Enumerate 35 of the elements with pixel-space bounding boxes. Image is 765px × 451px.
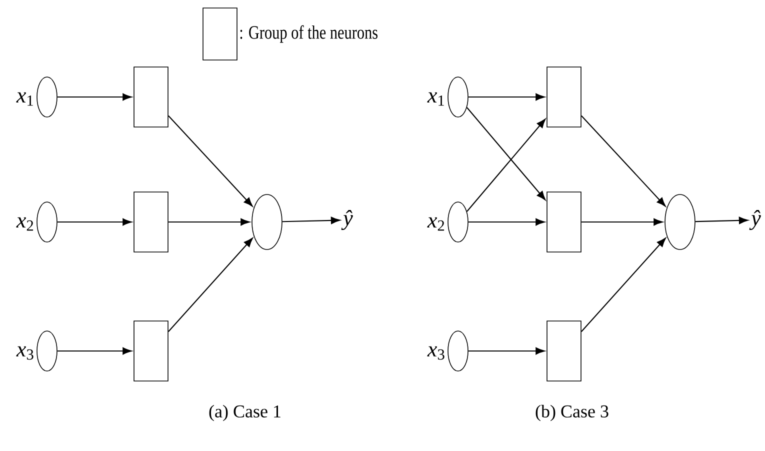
input-variable-label: x$_{1}$ [427,92,444,106]
arrow [695,216,748,224]
arrow [282,216,340,224]
neuron-group-box [546,66,582,128]
arrow [57,218,132,226]
arrow [168,218,250,226]
neuron-group-box [134,192,168,252]
arrow [57,93,132,101]
input-variable-label: x$_{1}$ [16,92,33,106]
arrow [468,93,545,101]
panel-caption: (b) Case 3 [536,404,608,422]
neuron-group-box [134,66,168,128]
output-symbol: ŷ [749,210,761,230]
input-variable-label: x$_{2}$ [16,217,34,231]
arrow [581,218,663,226]
neuron-group-box [546,192,582,252]
input-variable-label: x$_{2}$ [427,217,444,231]
panel-caption: (a) Case 1 [209,404,280,422]
neuron-group-box [546,320,582,382]
output-symbol: ŷ [341,210,353,230]
arrow [581,115,666,207]
arrow [581,238,666,332]
arrow [468,347,545,355]
arrow [466,107,546,200]
neuron-group-box [134,320,168,382]
arrow [57,347,132,355]
arrow [168,238,253,332]
input-variable-label: x$_{3}$ [16,346,34,360]
legend-text: : Group of the neurons [240,25,378,43]
arrow [168,115,253,207]
output-neuron-circle [664,194,696,250]
input-variable-label: x$_{3}$ [427,346,444,360]
arrow [466,118,546,212]
arrow [468,218,545,226]
output-neuron-circle [252,194,282,250]
